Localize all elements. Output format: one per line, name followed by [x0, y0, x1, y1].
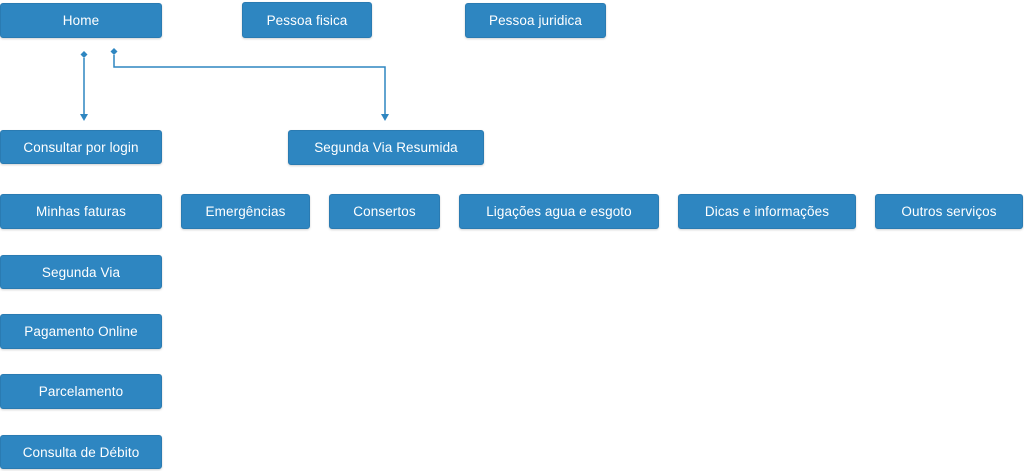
node-pagamento-online[interactable]: Pagamento Online	[0, 314, 162, 349]
node-parcelamento[interactable]: Parcelamento	[0, 374, 162, 409]
node-segunda-via-resumida[interactable]: Segunda Via Resumida	[288, 130, 484, 165]
node-consultar-por-login[interactable]: Consultar por login	[0, 130, 162, 164]
connector-home-to-consultar-por-login	[80, 51, 88, 121]
node-home[interactable]: Home	[0, 3, 162, 38]
node-dicas-informacoes[interactable]: Dicas e informações	[678, 194, 856, 229]
node-consertos[interactable]: Consertos	[329, 194, 440, 229]
node-pessoa-fisica[interactable]: Pessoa fisica	[242, 2, 372, 38]
node-minhas-faturas[interactable]: Minhas faturas	[0, 194, 162, 229]
node-segunda-via[interactable]: Segunda Via	[0, 255, 162, 289]
node-emergencias[interactable]: Emergências	[181, 194, 310, 229]
node-outros-servicos[interactable]: Outros serviços	[875, 194, 1023, 229]
node-consulta-de-debito[interactable]: Consulta de Débito	[0, 435, 162, 469]
connector-home-to-segunda-via-resumida	[110, 48, 389, 121]
node-ligacoes-agua-esgoto[interactable]: Ligações agua e esgoto	[459, 194, 659, 229]
node-pessoa-juridica[interactable]: Pessoa juridica	[465, 3, 606, 38]
